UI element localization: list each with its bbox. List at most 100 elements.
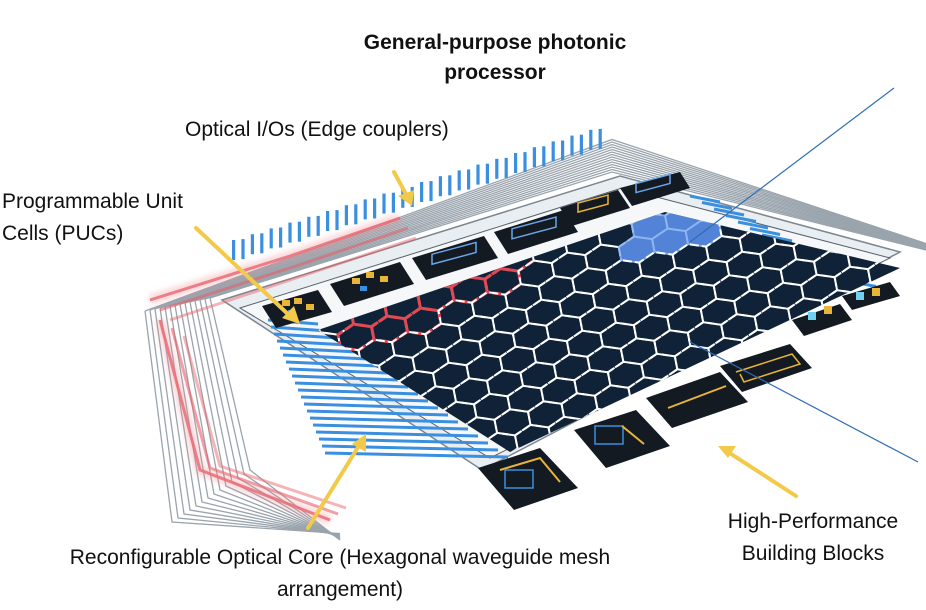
mesh-hexagon <box>799 173 835 199</box>
mesh-hexagon <box>851 79 887 105</box>
mesh-hexagon <box>743 64 779 90</box>
coupler-bar <box>420 182 424 202</box>
coupler-bar <box>270 325 329 333</box>
mesh-hexagon <box>104 380 140 406</box>
trace-line <box>154 308 341 536</box>
mesh-hexagon <box>717 111 753 137</box>
mesh-hexagon <box>872 212 900 224</box>
coupler-bar <box>689 194 721 204</box>
coupler-bar <box>504 157 508 178</box>
mesh-hexagon <box>139 474 175 500</box>
mesh-hexagon <box>866 157 902 183</box>
puc-tile <box>330 262 414 306</box>
label-puc: Programmable Unit Cells (PUCs) <box>2 190 183 245</box>
mesh-hexagon <box>245 387 281 413</box>
mesh-hexagon <box>542 112 578 138</box>
mesh-hexagon <box>843 40 879 66</box>
coupler-bar <box>725 214 757 223</box>
mesh-hexagon <box>273 442 309 468</box>
mesh-hexagon <box>341 160 377 186</box>
coupler-bar <box>429 181 433 202</box>
leader-lines <box>689 87 919 463</box>
coupler-bar <box>315 430 479 438</box>
mesh-hexagon <box>119 458 155 484</box>
building-block-tile <box>842 282 900 310</box>
coupler-bar <box>570 135 574 156</box>
coupler-bar <box>232 240 236 260</box>
coupler-bar <box>523 152 527 173</box>
mesh-hexagon <box>663 103 699 129</box>
trace-line <box>184 302 341 539</box>
trace-line <box>204 298 341 541</box>
mesh-hexagon <box>261 199 297 225</box>
coupler-bar <box>312 423 469 431</box>
puc-tile <box>262 290 332 328</box>
mesh-hexagon <box>509 120 545 146</box>
mesh-hexagon <box>241 184 277 210</box>
label-optical-io: Optical I/Os (Edge couplers) <box>185 118 449 141</box>
mesh-hexagon <box>812 150 848 176</box>
mesh-hexagon <box>148 247 184 273</box>
mesh-hexagon <box>750 103 786 129</box>
coupler-bar <box>335 210 339 231</box>
mesh-hexagon <box>629 111 665 137</box>
coupler-bar <box>382 193 386 214</box>
mesh-hexagon <box>858 118 894 144</box>
coupler-bar <box>542 146 546 167</box>
coupler-bar <box>354 204 358 225</box>
mesh-hexagon <box>576 104 612 130</box>
mesh-hexagon <box>832 165 868 191</box>
mesh-hexagon <box>810 48 846 74</box>
mesh-hexagon <box>758 142 794 168</box>
puc-icon <box>352 272 388 291</box>
mesh-hexagon <box>253 426 289 452</box>
coupler-bar <box>514 153 518 173</box>
puc-tiles <box>262 172 690 328</box>
mesh-hexagon <box>886 173 922 199</box>
mesh-hexagon <box>817 87 853 113</box>
puc-tile <box>620 172 690 206</box>
coupler-bar <box>297 388 419 396</box>
arrow-head <box>398 190 414 206</box>
mesh-hexagon <box>909 290 926 316</box>
coupler-bar <box>285 360 379 368</box>
mesh-hexagon <box>126 497 162 523</box>
trace-line <box>169 305 341 537</box>
mesh-hexagon <box>864 55 900 81</box>
trace-line <box>164 148 926 308</box>
mesh-hexagon <box>696 95 732 121</box>
mesh-hexagon <box>117 357 153 383</box>
coupler-bar <box>288 222 292 243</box>
mesh-hexagon <box>861 320 900 349</box>
mesh-hexagon <box>413 447 452 452</box>
trace-line <box>174 153 926 306</box>
mesh-hexagon <box>771 119 807 145</box>
label-building-blocks: High-Performance Building Blocks <box>727 510 899 565</box>
coupler-bar <box>288 367 389 375</box>
mesh-hexagon <box>408 144 444 170</box>
mesh-hexagon <box>776 56 812 82</box>
mesh-hexagon <box>217 333 253 359</box>
mesh-hexagon <box>348 465 384 491</box>
coupler-bar <box>485 163 489 184</box>
coupler-bar <box>291 374 399 382</box>
mesh-hexagon <box>160 489 196 515</box>
mesh-hexagon <box>274 176 310 202</box>
mesh-hexagon <box>609 96 645 122</box>
mesh-hexagon <box>853 181 889 207</box>
mesh-hexagon <box>683 119 719 145</box>
mesh-hexagon <box>124 396 160 422</box>
mesh-hexagon <box>240 450 276 476</box>
coupler-bar <box>749 227 781 236</box>
mesh-hexagon <box>228 207 264 233</box>
coupler-bar <box>326 211 330 231</box>
mesh-hexagon <box>830 63 866 89</box>
mesh-hexagon <box>838 103 874 129</box>
coupler-bar <box>737 220 769 230</box>
arrow-head <box>282 306 300 324</box>
coupler-bar <box>344 205 348 226</box>
mesh-hexagon <box>874 296 900 325</box>
mesh-hexagon <box>848 343 887 372</box>
coupler-bar <box>282 353 369 361</box>
trace-line <box>144 310 341 535</box>
